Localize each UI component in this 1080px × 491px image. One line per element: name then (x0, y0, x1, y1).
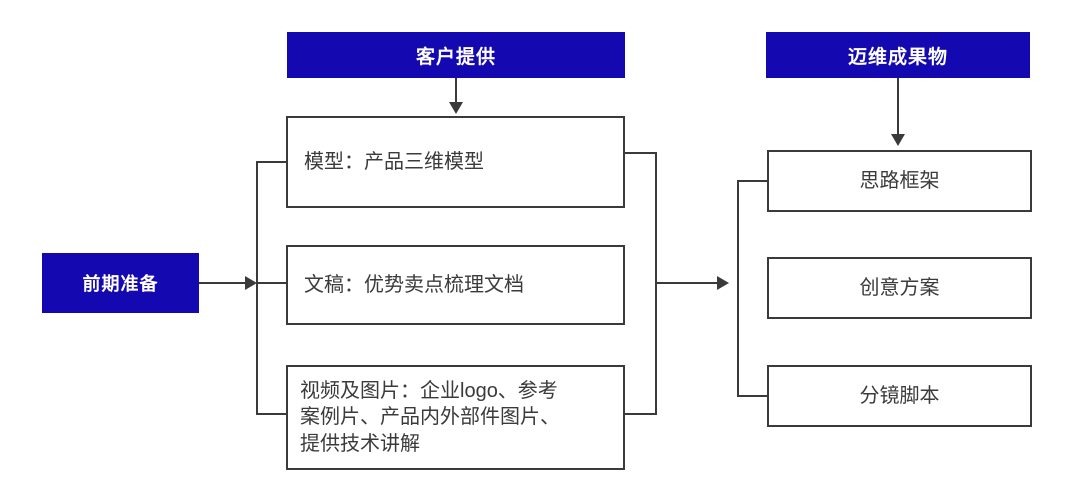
customer-left-bracket-spine (256, 161, 258, 414)
customer-item-box-3[interactable]: 视频及图片：企业logo、参考 案例片、产品内外部件图片、 提供技术讲解 (286, 365, 625, 470)
connector-deliverable-header-down (897, 78, 899, 136)
deliverable-item-label-1: 思路框架 (859, 169, 940, 192)
arrow-customer-to-deliverable-icon (717, 276, 729, 290)
header-customer-label: 客户提供 (415, 46, 496, 68)
deliverable-item-label-3: 分镜脚本 (859, 384, 940, 407)
customer-left-bracket-stub-3 (256, 413, 286, 415)
customer-item-box-1[interactable]: 模型：产品三维模型 (286, 116, 625, 208)
header-迈维成果物[interactable]: 迈维成果物 (766, 32, 1030, 78)
customer-left-bracket-stub-2 (256, 282, 286, 284)
customer-left-bracket-stub-1 (256, 161, 286, 163)
arrow-start-to-bracket-icon (245, 276, 257, 290)
arrow-customer-header-down-icon (449, 102, 463, 114)
deliverable-left-bracket-stub-1 (737, 180, 767, 182)
deliverable-item-box-1[interactable]: 思路框架 (767, 150, 1032, 212)
customer-item-box-2[interactable]: 文稿：优势卖点梳理文档 (286, 245, 625, 325)
customer-right-bracket-stub-1 (625, 152, 657, 154)
header-客户提供[interactable]: 客户提供 (287, 32, 625, 78)
deliverable-item-box-3[interactable]: 分镜脚本 (767, 365, 1032, 427)
customer-right-bracket-stub-3 (625, 413, 657, 415)
connector-customer-to-deliverable (655, 282, 719, 284)
start-node-前期准备[interactable]: 前期准备 (42, 253, 199, 313)
connector-customer-header-down (455, 78, 457, 104)
deliverable-item-label-2: 创意方案 (859, 276, 940, 299)
header-deliverable-label: 迈维成果物 (847, 46, 948, 68)
customer-item-label-2: 文稿：优势卖点梳理文档 (304, 273, 524, 296)
start-node-label: 前期准备 (82, 274, 159, 294)
customer-item-label-1: 模型：产品三维模型 (304, 150, 484, 173)
deliverable-item-box-2[interactable]: 创意方案 (767, 257, 1032, 319)
connector-start-to-bracket (199, 282, 247, 284)
deliverable-left-bracket-spine (737, 180, 739, 396)
arrow-deliverable-header-down-icon (891, 134, 905, 146)
deliverable-left-bracket-stub-3 (737, 395, 767, 397)
customer-item-label-3: 视频及图片：企业logo、参考 案例片、产品内外部件图片、 提供技术讲解 (300, 379, 560, 455)
